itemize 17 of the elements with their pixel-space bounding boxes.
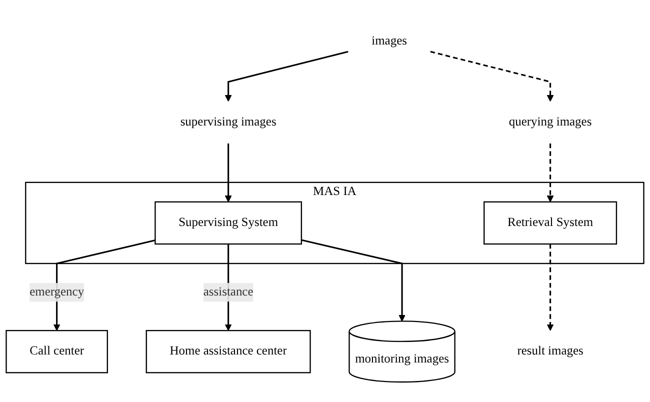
node-text: querying images — [508, 115, 592, 128]
node-box: Home assistance center — [146, 330, 311, 374]
arrow — [546, 244, 554, 331]
node-text: images — [372, 34, 407, 48]
node-box: Retrieval System — [484, 201, 618, 244]
arrow — [430, 50, 554, 102]
arrow — [224, 143, 232, 202]
arrow — [546, 143, 554, 202]
arrow — [53, 239, 156, 331]
arrow — [224, 50, 348, 102]
arrow — [301, 239, 406, 322]
edge-label: assistance — [203, 285, 254, 298]
node-text: supervising images — [180, 115, 276, 128]
node-box: Call center — [6, 330, 108, 374]
edge-label: emergency — [30, 285, 84, 298]
node-text: result images — [517, 344, 584, 358]
node-box: Supervising System — [154, 201, 302, 244]
